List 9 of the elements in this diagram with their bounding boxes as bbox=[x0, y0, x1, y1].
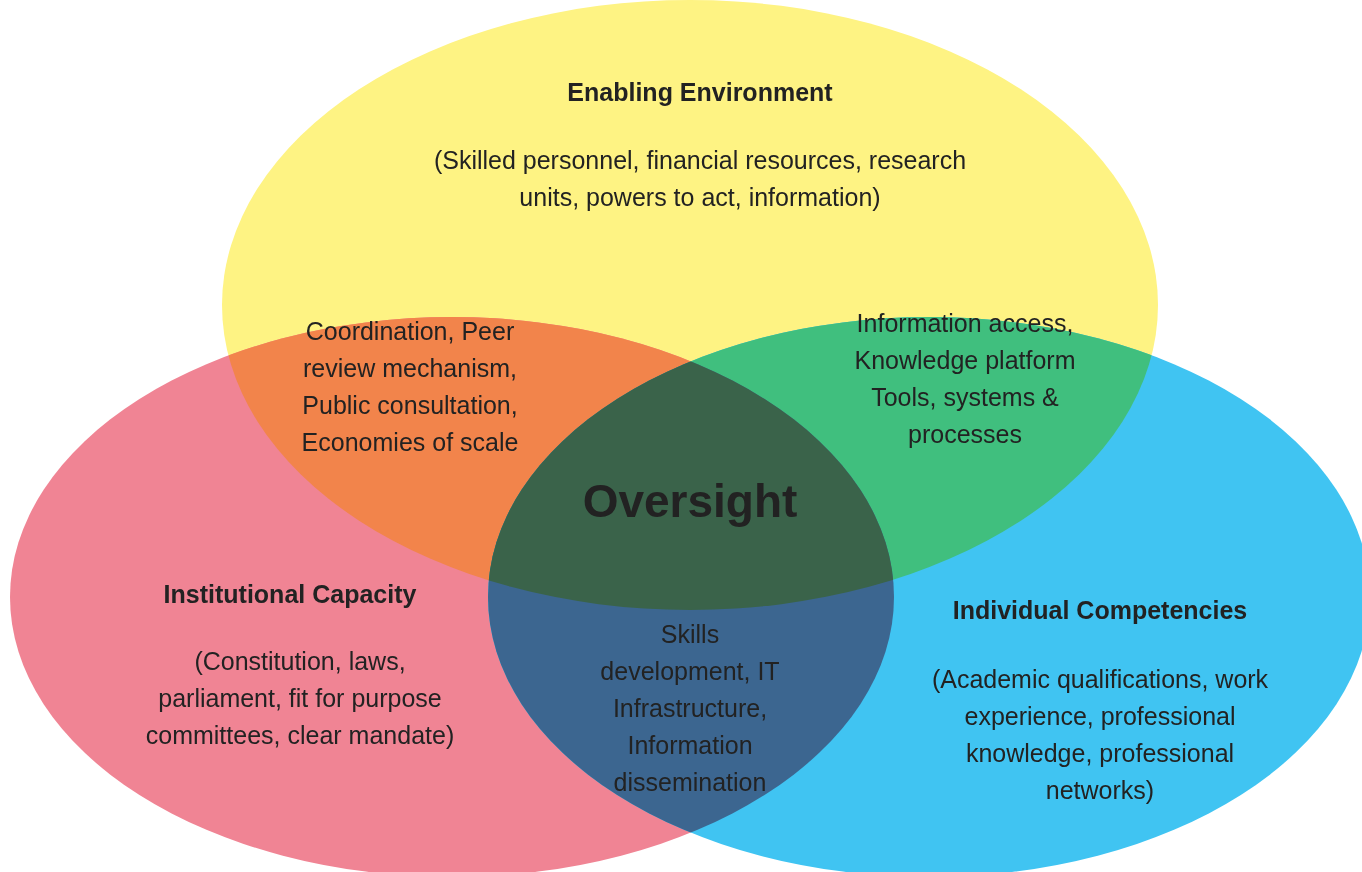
region-text: (Constitution, laws, parliament, fit for purpose committees, clear mandate) bbox=[144, 646, 456, 751]
circle-heading: Institutional Capacity bbox=[162, 579, 418, 610]
circle-heading: Individual Competencies bbox=[951, 595, 1249, 626]
region-text: Skills development, IT Infrastructure, Information dissemination bbox=[599, 619, 781, 798]
region-text: (Skilled personnel, financial resources, research units, powers to act, information) bbox=[432, 145, 968, 213]
region-text: (Academic qualifications, work experience, professional knowledge, professional networks) bbox=[930, 664, 1270, 806]
circle-heading: Enabling Environment bbox=[566, 77, 834, 108]
center-title: Oversight bbox=[581, 474, 799, 528]
region-text: Coordination, Peer review mechanism, Public consultation, Economies of scale bbox=[300, 316, 520, 458]
